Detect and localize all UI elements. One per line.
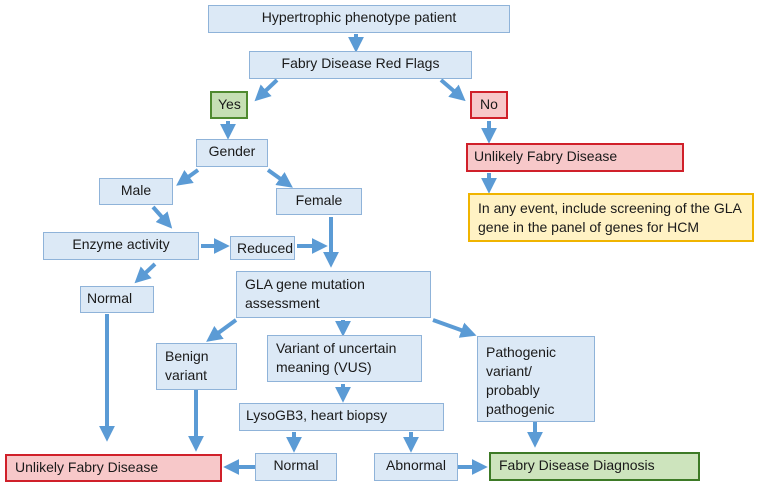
normal-lyso-node: Normal (255, 453, 337, 481)
start-node: Hypertrophic phenotype patient (208, 5, 510, 33)
pathogenic-variant-node: Pathogenic variant/ probably pathogenic (477, 336, 595, 422)
enzyme-activity-node: Enzyme activity (43, 232, 199, 260)
red-flags-node: Fabry Disease Red Flags (249, 51, 472, 79)
female-node: Female (276, 188, 362, 215)
arrow-gla-to-pathogenic (432, 318, 477, 338)
normal-enzyme-node: Normal (80, 286, 154, 313)
arrow-male-to-enzyme (151, 205, 173, 229)
abnormal-node: Abnormal (374, 453, 458, 481)
lysogb3-biopsy-node: LysoGB3, heart biopsy (239, 403, 444, 431)
fabry-diagnosis-node: Fabry Disease Diagnosis (489, 452, 700, 481)
male-node: Male (99, 178, 173, 205)
arrow-redflags-to-no (439, 78, 466, 102)
benign-variant-node: Benign variant (156, 343, 237, 390)
arrow-gender-to-male (176, 168, 200, 186)
unlikely-fabry-bottom: Unlikely Fabry Disease (5, 454, 222, 482)
arrow-enzyme-to-normal (134, 262, 157, 284)
unlikely-fabry-top: Unlikely Fabry Disease (466, 143, 684, 172)
arrow-gender-to-female (266, 168, 293, 188)
yes-node: Yes (210, 91, 248, 119)
reduced-node: Reduced (230, 236, 295, 260)
gender-node: Gender (196, 139, 268, 167)
vus-node: Variant of uncertain meaning (VUS) (267, 335, 422, 382)
gla-mutation-assessment-node: GLA gene mutation assessment (236, 271, 431, 318)
gla-screening-note: In any event, include screening of the G… (468, 193, 754, 242)
no-node: No (470, 91, 508, 119)
arrow-redflags-to-yes (254, 78, 279, 102)
arrow-gla-to-benign (206, 318, 238, 342)
